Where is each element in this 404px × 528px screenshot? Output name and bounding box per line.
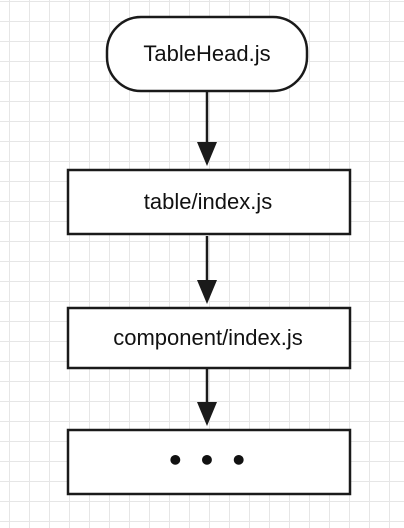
node-component-index[interactable]: component/index.js <box>66 306 352 370</box>
node-ellipsis[interactable]: • • • <box>66 428 352 496</box>
edge-tablehead-to-table-index <box>197 92 217 166</box>
node-component-index-label: component/index.js <box>113 325 303 350</box>
node-tablehead-label: TableHead.js <box>143 41 270 66</box>
arrowhead-icon <box>197 142 217 166</box>
edge-component-index-to-ellipsis <box>197 369 217 426</box>
arrowhead-icon <box>197 280 217 304</box>
edge-table-index-to-component-index <box>197 236 217 304</box>
node-table-index-label: table/index.js <box>144 189 272 214</box>
node-ellipsis-label: • • • <box>166 444 249 477</box>
node-table-index[interactable]: table/index.js <box>66 168 352 236</box>
arrowhead-icon <box>197 402 217 426</box>
node-tablehead[interactable]: TableHead.js <box>105 15 309 93</box>
